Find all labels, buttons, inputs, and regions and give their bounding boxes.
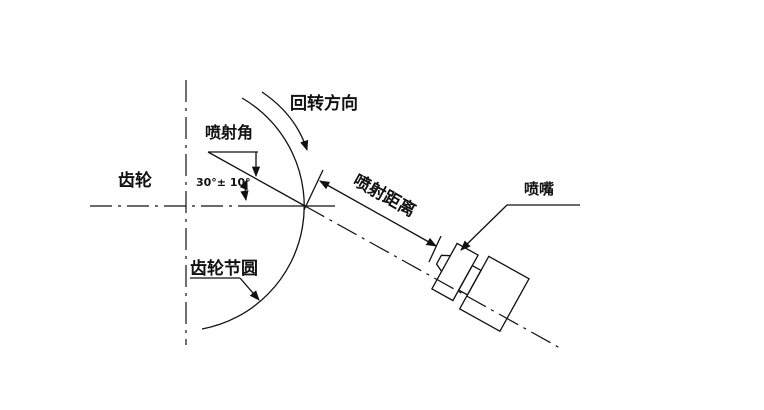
spray-angle-label: 喷射角 <box>205 123 253 142</box>
pitch-circle-arrow <box>239 277 260 301</box>
nozzle-body <box>431 242 530 333</box>
nozzle-arrow <box>460 204 508 251</box>
rotation-arrow <box>261 91 309 151</box>
rotation-direction-label: 回转方向 <box>290 93 358 114</box>
nozzle-tip-block <box>431 242 479 302</box>
nozzle-orifice <box>435 254 451 272</box>
extension-line-nozzle <box>428 235 442 263</box>
extension-line-gear <box>303 169 324 211</box>
spray-angle-line <box>207 151 306 207</box>
spray-distance-dimension <box>319 180 437 247</box>
angle-arrow-arc <box>239 179 249 202</box>
pitch-circle-label: 齿轮节圆 <box>190 258 258 279</box>
spray-distance-label: 喷射距离 <box>350 170 420 221</box>
angle-value-label: 30°± 10° <box>196 176 251 189</box>
nozzle-label: 喷嘴 <box>524 180 554 198</box>
pitch-circle-arc <box>201 97 305 330</box>
nozzle-fitting-block <box>458 255 530 333</box>
spray-axis-line <box>304 205 561 349</box>
gear-label: 齿轮 <box>118 170 152 191</box>
